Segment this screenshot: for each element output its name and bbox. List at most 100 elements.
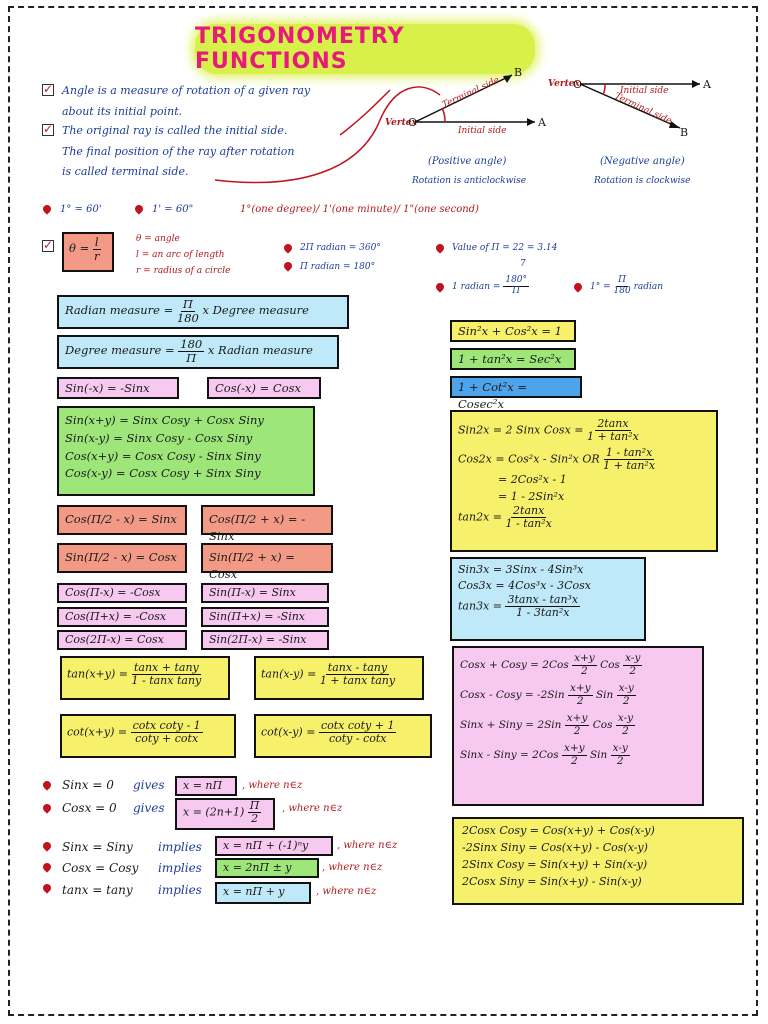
product-to-sum-box: 2Cosx Cosy = Cos(x+y) + Cos(x-y) -2Sinx … <box>452 817 744 905</box>
cos-zero-den: 2 <box>251 812 259 826</box>
stp-2-den-b: 2 <box>622 694 630 707</box>
sin-half-pi-minus-box: Sin(Π/2 - x) = Cosx <box>57 543 187 573</box>
tan2x-num: 2tanx <box>511 504 547 519</box>
general-cos-implies: implies <box>158 861 202 875</box>
sin-zero-lhs: Sinx = 0 <box>62 778 114 792</box>
vertex-label: Vertex <box>385 118 417 128</box>
stp-2-b: x-y <box>616 682 636 696</box>
general-sin-where: , where n∈z <box>337 840 398 851</box>
degree-measure-rhs: x Radian measure <box>207 343 313 358</box>
cos-negative-box: Cos(-x) = Cosx <box>207 377 321 399</box>
initial-side-label: Initial side <box>458 126 507 136</box>
theta-def-3: r = radius of a circle <box>136 266 231 276</box>
pi-value: Value of Π = 22 = 3.14 <box>452 243 558 253</box>
page-frame <box>8 6 758 1016</box>
stp-4-mid: Sin <box>589 749 608 762</box>
theta-def-1: θ = angle <box>136 234 180 244</box>
sin2x-lhs: Sin2x = 2 Sinx Cosx = <box>458 423 584 437</box>
cos2x-alt-1: = 2Cos²x - 1 <box>498 473 567 487</box>
cot-sum-den: coty + cotx <box>135 732 199 746</box>
point-b: B <box>514 66 523 79</box>
tan-diff-lhs: tan(x-y) = <box>261 667 317 681</box>
sin3x-row: Sin3x = 3Sinx - 4Sin³x <box>458 563 584 576</box>
cos-2pi-minus-box: Cos(2Π-x) = Cosx <box>57 630 187 650</box>
check-icon: ✓ <box>42 122 54 136</box>
stp-3-lhs: Sinx + Siny = 2Sin <box>460 719 562 732</box>
cot-diff-lhs: cot(x-y) = <box>261 725 316 739</box>
product-to-sum-row: 2Cosx Siny = Sin(x+y) - Sin(x-y) <box>462 875 642 889</box>
positive-rotation-label: Rotation is anticlockwise <box>412 176 527 186</box>
degree-measure-num: 180 <box>178 337 205 352</box>
point-a-2: A <box>703 78 711 91</box>
tan2x-lhs: tan2x = <box>458 510 502 524</box>
one-radian-lhs: 1 radian = <box>452 281 501 292</box>
stp-3-mid: Cos <box>592 719 613 732</box>
pythag-3-box: 1 + Cot²x = Cosec²x <box>450 376 582 411</box>
cos2x-alt-2: = 1 - 2Sin²x <box>498 489 565 503</box>
negative-rotation-label: Rotation is clockwise <box>594 176 691 186</box>
general-sin-solution: x = nΠ + (-1)ⁿy <box>215 836 333 856</box>
stp-3-a: x+y <box>564 712 590 726</box>
sum-formula: Cos(x+y) = Cosx Cosy - Sinx Siny <box>65 448 261 463</box>
sin-zero-where: , where n∈z <box>242 780 303 791</box>
general-cos-lhs: Cosx = Cosy <box>62 861 139 875</box>
stp-1-mid: Cos <box>600 659 620 672</box>
theta-num: l <box>92 235 101 250</box>
product-to-sum-row: 2Cosx Cosy = Cos(x+y) + Cos(x-y) <box>462 824 655 837</box>
sin-pi-plus-box: Sin(Π+x) = -Sinx <box>201 607 329 627</box>
sin-zero-gives: gives <box>133 778 165 792</box>
cot-sum-lhs: cot(x+y) = <box>67 725 128 739</box>
intro-line-3: The original ray is called the initial s… <box>62 124 288 137</box>
sin-zero-solution: x = nΠ <box>175 776 237 796</box>
unit-minute: 1' = 60" <box>152 204 194 215</box>
theta-def-2: l = an arc of length <box>136 250 225 260</box>
stp-4-den-b: 2 <box>616 754 624 767</box>
vertex-label-2: Vertex <box>548 79 580 89</box>
theta-lhs: θ = <box>69 241 90 256</box>
cos-pi-plus-box: Cos(Π+x) = -Cosx <box>57 607 187 627</box>
intro-line-1: Angle is a measure of rotation of a give… <box>62 84 311 97</box>
point-b-2: B <box>680 126 689 139</box>
cos2x-num: 1 - tan²x <box>603 446 655 461</box>
one-radian: 1 radian = 180°Π <box>452 275 530 297</box>
stp-4-b: x-y <box>610 742 630 756</box>
radian-measure-num: Π <box>180 297 195 312</box>
check-icon: ✓ <box>42 238 54 252</box>
one-radian-den: Π <box>512 285 521 296</box>
point-o: O <box>408 116 418 129</box>
cot-diff-num: cotx coty + 1 <box>318 719 397 734</box>
degree-measure-lhs: Degree measure = <box>65 343 175 358</box>
unit-description: 1°(one degree)/ 1'(one minute)/ 1"(one s… <box>240 204 479 215</box>
cos-zero-solution-a: x = (2n+1) <box>183 805 245 819</box>
radian-measure-den: 180 <box>176 310 199 325</box>
one-degree-num: Π <box>616 275 629 287</box>
tan3x-num: 3tanx - tan³x <box>505 592 581 607</box>
tan3x-den: 1 - 3tan²x <box>516 605 570 619</box>
stp-1-den-b: 2 <box>629 664 637 677</box>
one-degree-den: 180 <box>613 285 631 296</box>
sin-negative-box: Sin(-x) = -Sinx <box>57 377 179 399</box>
tan3x-lhs: tan3x = <box>458 599 502 613</box>
general-tan-solution: x = nΠ + y <box>215 882 311 904</box>
page-title: TRIGONOMETRY FUNCTIONS <box>195 24 535 74</box>
stp-1-b: x-y <box>623 652 643 666</box>
stp-4-den-a: 2 <box>570 754 578 767</box>
cos2x-lhs: Cos2x = Cos²x - Sin²x OR <box>458 452 600 466</box>
negative-angle-label: (Negative angle) <box>600 156 685 167</box>
stp-2-a: x+y <box>567 682 593 696</box>
sin-2pi-minus-box: Sin(2Π-x) = -Sinx <box>201 630 329 650</box>
